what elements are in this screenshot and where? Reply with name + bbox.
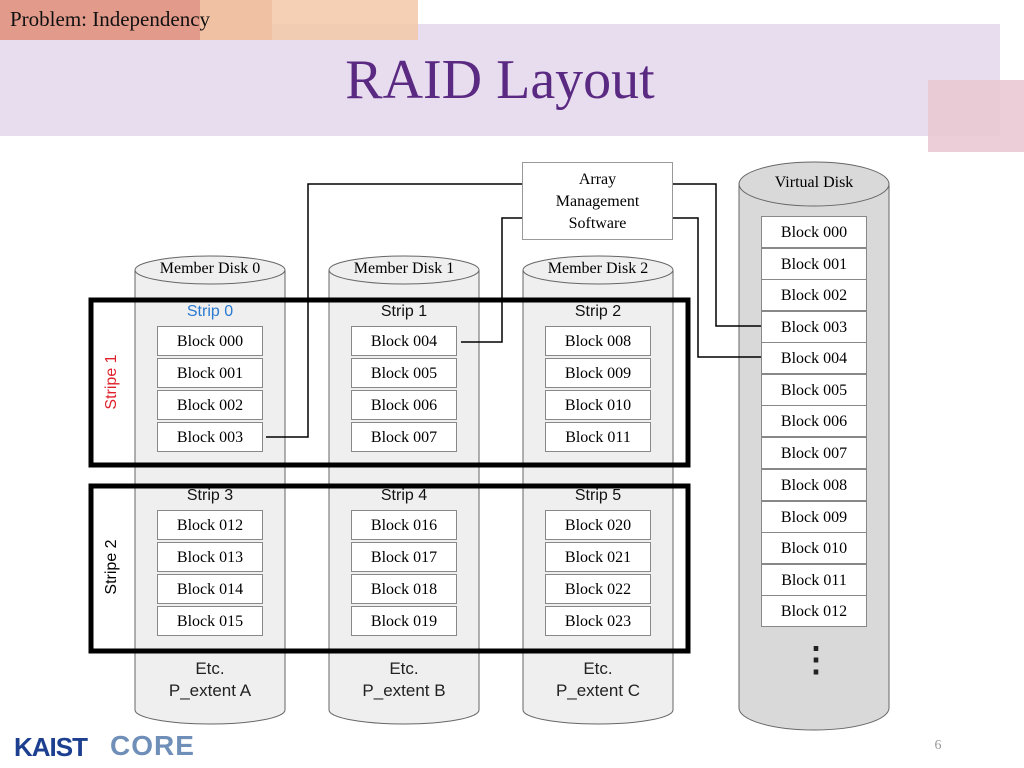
core-logo: CORE bbox=[110, 730, 195, 761]
block-cell: Block 008 bbox=[545, 326, 651, 356]
block-cell: Block 005 bbox=[351, 358, 457, 388]
title-band bbox=[0, 24, 1000, 136]
header-decoration-block bbox=[200, 0, 418, 40]
block-cell: Block 009 bbox=[545, 358, 651, 388]
connector-block003-to-virtual bbox=[266, 183, 762, 438]
kaist-logo: KAIST bbox=[14, 732, 88, 762]
ams-line: Array bbox=[578, 171, 617, 188]
etc-label: Etc. bbox=[583, 659, 613, 678]
header-decoration-block bbox=[928, 80, 1024, 152]
stripe-box bbox=[88, 483, 691, 654]
virtual-block-cell: Block 003 bbox=[761, 311, 867, 343]
block-cell: Block 004 bbox=[351, 326, 457, 356]
virtual-block-cell: Block 006 bbox=[761, 405, 867, 437]
block-cell: Block 017 bbox=[351, 542, 457, 572]
virtual-block-cell: Block 010 bbox=[761, 532, 867, 564]
virtual-block-cell: Block 002 bbox=[761, 279, 867, 311]
block-cell: Block 016 bbox=[351, 510, 457, 540]
strip-label: Strip 4 bbox=[380, 487, 428, 504]
block-cell: Block 010 bbox=[545, 390, 651, 420]
page-number: 6 bbox=[934, 738, 942, 753]
ams-line: Management bbox=[555, 193, 640, 210]
virtual-block-cell: Block 001 bbox=[761, 248, 867, 280]
disk-extent-note: Etc. P_extent B bbox=[329, 658, 479, 702]
virtual-block-cell: Block 007 bbox=[761, 437, 867, 469]
member-disk-label: Member Disk 0 bbox=[159, 260, 261, 277]
block-cell: Block 007 bbox=[351, 422, 457, 452]
etc-label: Etc. bbox=[195, 659, 225, 678]
block-cell: Block 014 bbox=[157, 574, 263, 604]
strip-label: Strip 3 bbox=[186, 487, 234, 504]
virtual-block-cell: Block 011 bbox=[761, 564, 867, 596]
virtual-block-cell: Block 005 bbox=[761, 374, 867, 406]
virtual-block-cell: Block 012 bbox=[761, 595, 867, 627]
block-cell: Block 018 bbox=[351, 574, 457, 604]
block-cell: Block 015 bbox=[157, 606, 263, 636]
page-title: RAID Layout bbox=[345, 49, 655, 111]
ams-line: Software bbox=[568, 215, 627, 232]
stripe-box bbox=[88, 297, 691, 468]
stripe-label: Stripe 1 bbox=[103, 354, 120, 410]
block-cell: Block 012 bbox=[157, 510, 263, 540]
block-cell: Block 020 bbox=[545, 510, 651, 540]
virtual-block-cell: Block 004 bbox=[761, 342, 867, 374]
block-cell: Block 006 bbox=[351, 390, 457, 420]
etc-label: Etc. bbox=[389, 659, 419, 678]
member-disk-label: Member Disk 1 bbox=[353, 260, 455, 277]
strip-label: Strip 0 bbox=[186, 303, 234, 320]
virtual-block-cell: Block 000 bbox=[761, 216, 867, 248]
array-management-software-box: Array Management Software bbox=[522, 162, 673, 240]
extent-label: P_extent A bbox=[168, 681, 252, 700]
disk-extent-note: Etc. P_extent A bbox=[135, 658, 285, 702]
ellipsis-icon: ⋮ bbox=[799, 642, 833, 679]
block-cell: Block 013 bbox=[157, 542, 263, 572]
block-cell: Block 001 bbox=[157, 358, 263, 388]
virtual-block-cell: Block 009 bbox=[761, 501, 867, 533]
section-label: Problem: Independency bbox=[10, 7, 211, 31]
member-disk-label: Member Disk 2 bbox=[547, 260, 649, 277]
disk-extent-note: Etc. P_extent C bbox=[523, 658, 673, 702]
block-cell: Block 002 bbox=[157, 390, 263, 420]
stripe-label: Stripe 2 bbox=[103, 539, 120, 595]
strip-label: Strip 1 bbox=[380, 303, 428, 320]
virtual-block-cell: Block 008 bbox=[761, 469, 867, 501]
block-cell: Block 011 bbox=[545, 422, 651, 452]
extent-label: P_extent C bbox=[555, 681, 641, 700]
strip-label: Strip 5 bbox=[574, 487, 622, 504]
block-cell: Block 019 bbox=[351, 606, 457, 636]
block-cell: Block 022 bbox=[545, 574, 651, 604]
block-cell: Block 000 bbox=[157, 326, 263, 356]
block-cell: Block 003 bbox=[157, 422, 263, 452]
extent-label: P_extent B bbox=[362, 681, 446, 700]
virtual-disk-label: Virtual Disk bbox=[774, 174, 854, 191]
stripe-outlines bbox=[88, 297, 691, 654]
block-cell: Block 021 bbox=[545, 542, 651, 572]
strip-label: Strip 2 bbox=[574, 303, 622, 320]
block-cell: Block 023 bbox=[545, 606, 651, 636]
